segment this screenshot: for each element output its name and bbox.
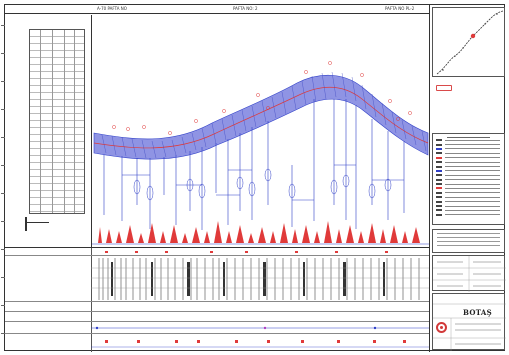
title-block: BOTAŞ	[432, 293, 506, 351]
profile-bars	[98, 221, 420, 243]
band-crossings	[5, 256, 429, 302]
corridor-hatching	[101, 71, 427, 159]
sheet-center-label: PAFTA NO: 2	[233, 6, 258, 11]
band-soil	[5, 302, 429, 312]
right-panel: BOTAŞ	[429, 5, 506, 352]
legend-title	[433, 134, 504, 138]
drawing-sheet: A-70 PAFTA NO PAFTA NO: 2 PAFTA NO PL-2	[1, 4, 506, 352]
left-margin-ticks	[1, 15, 7, 345]
station-markers	[112, 61, 412, 135]
notes-box	[432, 229, 505, 253]
profile-bands	[5, 247, 429, 352]
plan-view	[91, 15, 430, 247]
key-map-marker	[436, 85, 452, 91]
band-markers	[5, 248, 429, 256]
key-map	[432, 7, 505, 77]
route-drawing	[92, 61, 430, 245]
connector-lines	[122, 164, 404, 201]
leader-lines	[103, 99, 405, 230]
north-arrow-icon	[25, 217, 27, 231]
legend-table	[432, 133, 505, 225]
sheet-right-label: PAFTA NO PL-2	[385, 6, 415, 11]
band-landuse	[5, 312, 429, 322]
pipeline-corridor	[93, 74, 429, 160]
sheet-left-label: A-70 PAFTA NO	[97, 6, 127, 11]
info-box	[432, 255, 506, 292]
band-stations	[5, 334, 429, 353]
band-valves	[5, 322, 429, 334]
crossing-symbols	[133, 168, 392, 201]
company-title: BOTAŞ	[463, 308, 492, 317]
botas-logo	[436, 322, 447, 333]
scale-bar	[25, 217, 49, 223]
coordinate-table	[29, 29, 85, 214]
title-strip: A-70 PAFTA NO PAFTA NO: 2 PAFTA NO PL-2	[5, 5, 429, 14]
